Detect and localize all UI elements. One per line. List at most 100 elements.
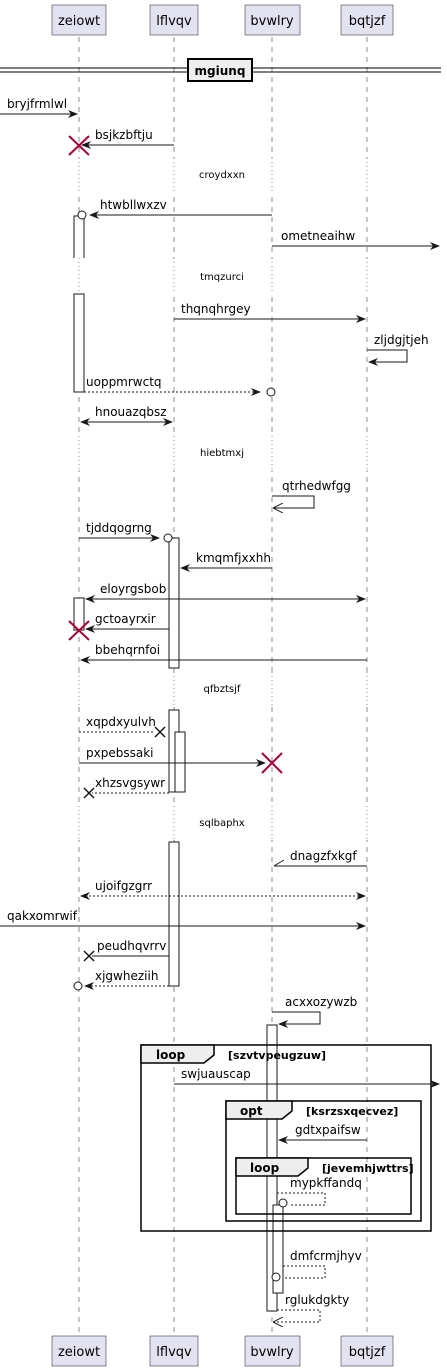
message-label: htwbllwxzv (100, 198, 167, 212)
message[interactable]: xjgwheziih (73, 969, 169, 991)
participant-label: zeiowt (58, 1345, 100, 1360)
participant-label: zeiowt (58, 14, 100, 29)
message[interactable]: xqpdxyulvh (79, 715, 166, 738)
message[interactable]: dmfcrmjhyv (271, 1249, 362, 1282)
message-label: qakxomrwif (7, 909, 78, 923)
message-label: thqnqhrgey (181, 302, 251, 316)
message[interactable]: qtrhedwfgg (272, 479, 351, 508)
delays: croydxxn tmqzurci hiebtmxj qfbztsjf sqlb… (199, 170, 245, 829)
message[interactable]: acxxozywzb (272, 995, 357, 1028)
destroy-icon (68, 620, 90, 641)
fragment-guard: [szvtvpeugzuw] (228, 1049, 326, 1062)
message-label: gctoayrxir (95, 612, 156, 626)
fragment-kind: loop (250, 1161, 280, 1175)
message[interactable]: bsjkzbftju (68, 128, 174, 156)
message[interactable]: gctoayrxir (68, 612, 169, 641)
fragment-opt: opt [ksrzsxqecvez] (225, 1100, 422, 1222)
activation-bar (272, 1204, 284, 1294)
message[interactable]: tjddqogrng (79, 521, 173, 543)
lost-x-icon (154, 726, 166, 738)
message[interactable]: hnouazqbsz (80, 405, 173, 426)
message[interactable]: mypkffandq (277, 1176, 362, 1208)
participant-zeiowt-bottom[interactable]: zeiowt (51, 1335, 107, 1367)
participant-lflvqv[interactable]: lflvqv (149, 4, 199, 36)
lost-x-icon (83, 950, 95, 962)
message[interactable]: thqnqhrgey (174, 302, 366, 323)
lost-found-circle-icon (266, 387, 276, 397)
delay-label: tmqzurci (200, 272, 244, 283)
message-label: pxpebssaki (86, 746, 153, 760)
activation-bar (73, 597, 85, 631)
message[interactable]: zljdgjtjeh (367, 333, 429, 366)
message[interactable]: rglukdgkty (274, 1293, 349, 1322)
message[interactable]: kmqmfjxxhh (180, 551, 272, 572)
fragment-guard: [ksrzsxqecvez] (306, 1105, 398, 1118)
message-label: xhzsvgsywr (95, 776, 165, 790)
lost-found-circle-icon (73, 981, 83, 991)
fragments: loop [szvtvpeugzuw] opt [ksrzsxqecvez] l… (140, 1044, 432, 1232)
message-label: gdtxpaifsw (295, 1123, 361, 1137)
message-label: mypkffandq (290, 1176, 362, 1190)
destroy-icon (68, 135, 90, 156)
message[interactable]: pxpebssaki (79, 746, 283, 774)
message-label: zljdgjtjeh (374, 333, 429, 347)
message-label: ujoifgzgrr (95, 879, 152, 893)
message-label: tjddqogrng (86, 521, 152, 535)
participant-label: bvwlry (250, 14, 294, 29)
participant-lflvqv-bottom[interactable]: lflvqv (149, 1335, 199, 1367)
delay-gaps (60, 158, 390, 840)
lost-found-circle-icon (271, 1272, 281, 1282)
activation-bar (174, 731, 186, 793)
message[interactable]: dnagzfxkgf (273, 849, 367, 867)
fragment-loop-inner: loop [jevemhjwttrs] (235, 1157, 414, 1215)
participant-bvwlry-bottom[interactable]: bvwlry (244, 1335, 301, 1367)
message[interactable]: eloyrgsbob (85, 582, 366, 603)
message[interactable]: htwbllwxzv (77, 198, 272, 220)
participants-bottom: zeiowt lflvqv bvwlry bqtjzf (51, 1335, 394, 1367)
messages: bryjfrmlwl bsjkzbftju htwbllwxzv ometnea… (0, 97, 440, 1322)
message[interactable]: qakxomrwif (0, 909, 366, 930)
delay-label: hiebtmxj (200, 448, 244, 459)
lost-found-circle-icon (278, 1198, 288, 1208)
participant-bvwlry[interactable]: bvwlry (244, 4, 301, 36)
participant-bqtjzf-bottom[interactable]: bqtjzf (340, 1335, 394, 1367)
message-label: xqpdxyulvh (86, 715, 156, 729)
participant-bqtjzf[interactable]: bqtjzf (340, 4, 394, 36)
message[interactable]: ometneaihw (272, 229, 440, 250)
participant-zeiowt[interactable]: zeiowt (51, 4, 107, 36)
message[interactable]: bbehqrnfoi (80, 643, 367, 664)
message-label: eloyrgsbob (100, 582, 166, 596)
fragment-kind: loop (156, 1048, 186, 1062)
message-label: dmfcrmjhyv (290, 1249, 362, 1263)
separator-label: mgiunq (195, 64, 246, 78)
lost-found-circle-icon (163, 533, 173, 543)
message[interactable]: peudhqvrrv (83, 939, 169, 962)
message[interactable]: uoppmrwctq (84, 375, 276, 397)
participant-label: lflvqv (156, 1345, 192, 1360)
message-label: acxxozywzb (285, 995, 357, 1009)
activation-bar (168, 841, 180, 987)
participant-label: bqtjzf (349, 14, 386, 29)
message-label: bbehqrnfoi (95, 643, 160, 657)
message[interactable]: ujoifgzgrr (80, 879, 366, 900)
lost-x-icon (83, 787, 95, 799)
message-label: swjuauscap (181, 1067, 251, 1081)
separator: mgiunq (0, 58, 441, 82)
message[interactable]: swjuauscap (174, 1067, 440, 1088)
participant-label: bvwlry (250, 1345, 294, 1360)
message[interactable]: gdtxpaifsw (278, 1123, 367, 1144)
message-label: ometneaihw (281, 229, 355, 243)
message-label: dnagzfxkgf (290, 849, 357, 863)
delay-label: sqlbaphx (199, 818, 244, 829)
message[interactable]: bryjfrmlwl (0, 97, 78, 118)
activation-bar (168, 537, 180, 669)
message-label: xjgwheziih (95, 969, 158, 983)
message-label: uoppmrwctq (86, 375, 162, 389)
message[interactable]: xhzsvgsywr (83, 776, 169, 799)
delay-label: croydxxn (199, 170, 245, 181)
destroy-icon (261, 752, 283, 774)
message-label: bryjfrmlwl (7, 97, 67, 111)
message-label: kmqmfjxxhh (196, 551, 271, 565)
delay-label: qfbztsjf (204, 684, 241, 695)
